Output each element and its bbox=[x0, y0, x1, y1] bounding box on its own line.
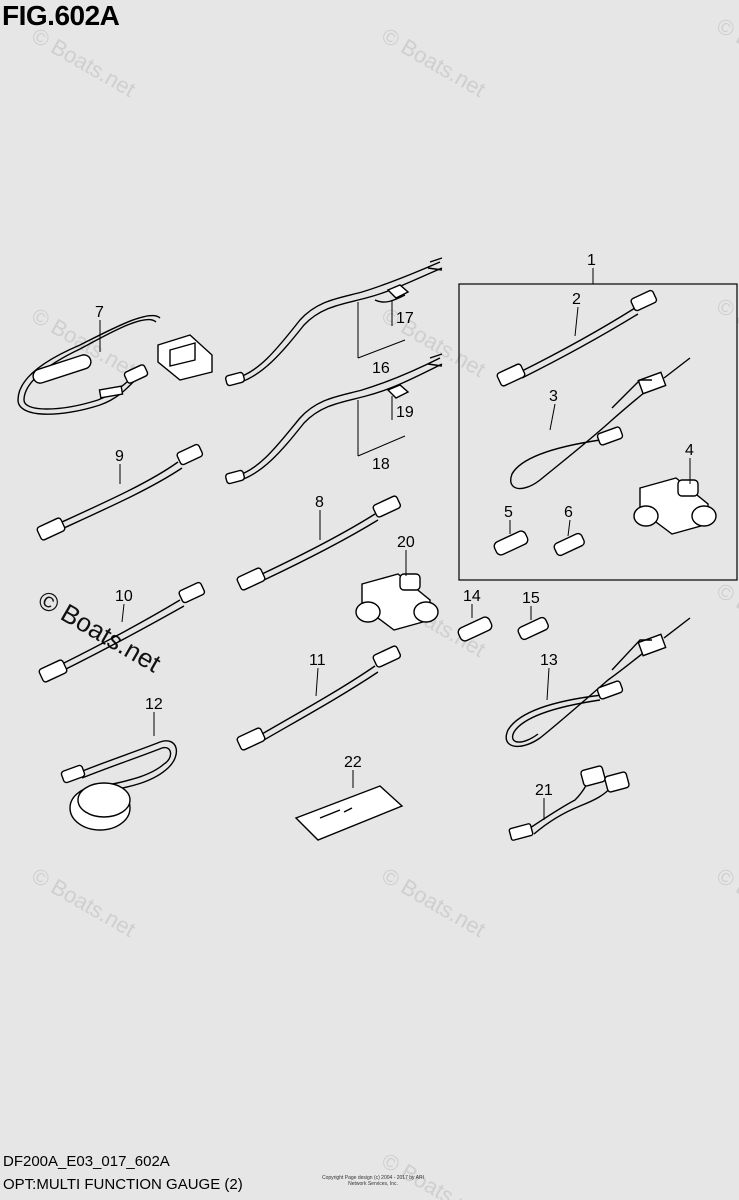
watermark: © Boats.net bbox=[378, 1148, 490, 1200]
watermark: © Boats.net bbox=[713, 293, 739, 372]
part-13 bbox=[505, 617, 691, 748]
part-6 bbox=[553, 532, 585, 557]
part-22 bbox=[294, 785, 404, 841]
watermark: © Boats.net bbox=[28, 23, 140, 102]
figure-title: FIG.602A bbox=[2, 0, 120, 31]
part-3 bbox=[510, 357, 691, 490]
callout-20: 20 bbox=[397, 534, 415, 551]
callout-4: 4 bbox=[685, 442, 694, 459]
part-9 bbox=[36, 443, 204, 541]
callout-6: 6 bbox=[564, 504, 573, 521]
part-21 bbox=[508, 765, 630, 841]
callout-19: 19 bbox=[396, 404, 414, 421]
callout-7: 7 bbox=[95, 304, 104, 321]
callout-16: 16 bbox=[372, 360, 390, 377]
callout-22: 22 bbox=[344, 754, 362, 771]
callout-18: 18 bbox=[372, 456, 390, 473]
part-2 bbox=[496, 289, 658, 387]
callout-1: 1 bbox=[587, 252, 596, 269]
watermark: © Boats.net bbox=[713, 578, 739, 657]
part-8 bbox=[236, 495, 402, 591]
watermark: © Boats.net bbox=[378, 23, 490, 102]
callout-5: 5 bbox=[504, 504, 513, 521]
watermark: © Boats.net bbox=[378, 303, 490, 382]
callout-8: 8 bbox=[315, 494, 324, 511]
copyright-notice: Copyright Page design (c) 2004 - 2017 by… bbox=[321, 1175, 424, 1187]
part-10 bbox=[38, 581, 206, 683]
part-18-19 bbox=[224, 353, 443, 485]
watermark: © Boats.net bbox=[378, 863, 490, 942]
figure-description: OPT:MULTI FUNCTION GAUGE (2) bbox=[3, 1176, 243, 1193]
callout-12: 12 bbox=[145, 696, 163, 713]
part-4 bbox=[633, 477, 717, 535]
callout-13: 13 bbox=[540, 652, 558, 669]
callout-3: 3 bbox=[549, 388, 558, 405]
watermark: © Boats.net bbox=[28, 863, 140, 942]
watermark: © Boats.net bbox=[713, 863, 739, 942]
callout-11: 11 bbox=[309, 652, 326, 669]
figure-code: DF200A_E03_017_602A bbox=[3, 1153, 170, 1170]
callout-9: 9 bbox=[115, 448, 124, 465]
part-15 bbox=[517, 616, 549, 641]
part-20 bbox=[355, 573, 439, 631]
callout-21: 21 bbox=[535, 782, 553, 799]
callout-10: 10 bbox=[115, 588, 133, 605]
watermark: © Boats.net bbox=[713, 13, 739, 92]
part-7 bbox=[17, 314, 213, 415]
callout-2: 2 bbox=[572, 291, 581, 308]
kit-box bbox=[458, 283, 738, 581]
callout-14: 14 bbox=[463, 588, 481, 605]
part-16-17 bbox=[224, 257, 443, 387]
callouts: 1 2 3 4 5 6 7 8 9 10 11 12 13 14 15 16 1… bbox=[95, 252, 694, 799]
callout-17: 17 bbox=[396, 310, 414, 327]
callout-15: 15 bbox=[522, 590, 540, 607]
part-14 bbox=[457, 616, 493, 642]
part-11 bbox=[236, 645, 402, 751]
part-5 bbox=[493, 530, 529, 556]
part-12 bbox=[60, 740, 178, 831]
leader-lines bbox=[99, 268, 691, 820]
